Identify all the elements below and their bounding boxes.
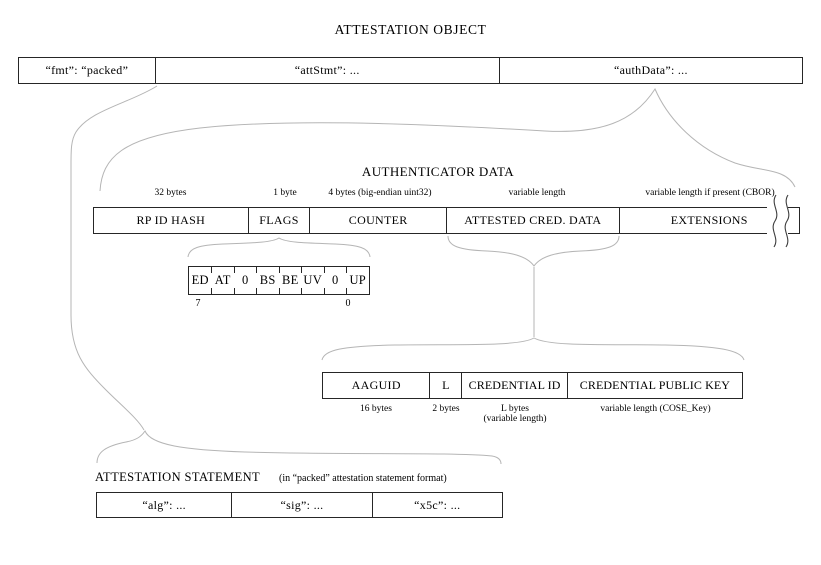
field-flags: FLAGS bbox=[249, 208, 311, 233]
flag-bit-at: AT bbox=[211, 267, 235, 294]
brace-attested-cred-data-expand bbox=[321, 337, 745, 361]
attestation-statement-format-note: (in “packed” attestation statement forma… bbox=[279, 473, 447, 484]
field-rp-id-hash: RP ID HASH bbox=[94, 208, 249, 233]
diagram-title: ATTESTATION OBJECT bbox=[334, 22, 487, 37]
brace-flags-to-bits bbox=[187, 237, 371, 258]
field-attested-cred-data: ATTESTED CRED. DATA bbox=[447, 208, 620, 233]
field-counter: COUNTER bbox=[310, 208, 447, 233]
flag-bit-ed: ED bbox=[191, 273, 209, 287]
flag-bit-up: UP bbox=[346, 267, 370, 294]
size-label-aaguid: 16 bytes bbox=[360, 404, 392, 414]
flag-bit-rfu-6: 0 bbox=[233, 267, 257, 294]
authenticator-data-heading: AUTHENTICATOR DATA bbox=[361, 164, 515, 179]
connector-attstmt-to-attestation-statement bbox=[70, 85, 158, 431]
field-l: L bbox=[430, 373, 463, 398]
size-label-rp-id-hash: 32 bytes bbox=[154, 188, 187, 198]
flags-msb-label: 7 bbox=[195, 298, 201, 309]
field-sig: “sig”: ... bbox=[232, 493, 373, 517]
brace-attestation-statement bbox=[96, 429, 502, 465]
attestation-object-row: “fmt”: “packed” “attStmt”: ... “authData… bbox=[18, 57, 803, 84]
size-label-credential-public-key: variable length (COSE_Key) bbox=[600, 404, 711, 414]
field-attstmt: “attStmt”: ... bbox=[156, 58, 500, 83]
field-fmt: “fmt”: “packed” bbox=[19, 58, 156, 83]
field-credential-id: CREDENTIAL ID bbox=[462, 373, 568, 398]
field-aaguid: AAGUID bbox=[323, 373, 431, 398]
attested-credential-data-row: AAGUID L CREDENTIAL ID CREDENTIAL PUBLIC… bbox=[322, 372, 743, 399]
flag-bit-uv: UV bbox=[301, 267, 325, 294]
size-label-credential-id-line2: (variable length) bbox=[483, 414, 547, 424]
size-label-credential-id: L bytes (variable length) bbox=[462, 404, 568, 424]
field-alg: “alg”: ... bbox=[97, 493, 233, 517]
field-x5c: “x5c”: ... bbox=[414, 497, 461, 512]
size-label-extensions: variable length if present (CBOR) bbox=[645, 188, 775, 198]
flag-bit-be: BE bbox=[278, 267, 302, 294]
flag-bit-rfu-1: 0 bbox=[323, 267, 347, 294]
size-label-l: 2 bytes bbox=[432, 404, 460, 414]
field-authdata: “authData”: ... bbox=[613, 63, 688, 77]
attestation-statement-heading: ATTESTATION STATEMENT bbox=[95, 470, 261, 484]
field-credential-public-key: CREDENTIAL PUBLIC KEY bbox=[579, 378, 731, 392]
flag-bit-bs: BS bbox=[256, 267, 280, 294]
size-label-flags: 1 byte bbox=[273, 188, 297, 198]
brace-attested-cred-data-gather bbox=[447, 235, 620, 267]
flags-bits-row: ED AT 0 BS BE UV 0 UP bbox=[188, 266, 370, 295]
size-label-counter: 4 bytes (big-endian uint32) bbox=[328, 188, 432, 198]
flags-lsb-label: 0 bbox=[345, 298, 351, 309]
field-extensions: EXTENSIONS bbox=[670, 213, 748, 227]
authenticator-data-row: RP ID HASH FLAGS COUNTER ATTESTED CRED. … bbox=[93, 207, 800, 234]
size-label-attested-cred-data: variable length bbox=[508, 188, 566, 198]
size-label-credential-id-line1: L bytes bbox=[501, 404, 529, 414]
attestation-statement-row: “alg”: ... “sig”: ... “x5c”: ... bbox=[96, 492, 503, 518]
